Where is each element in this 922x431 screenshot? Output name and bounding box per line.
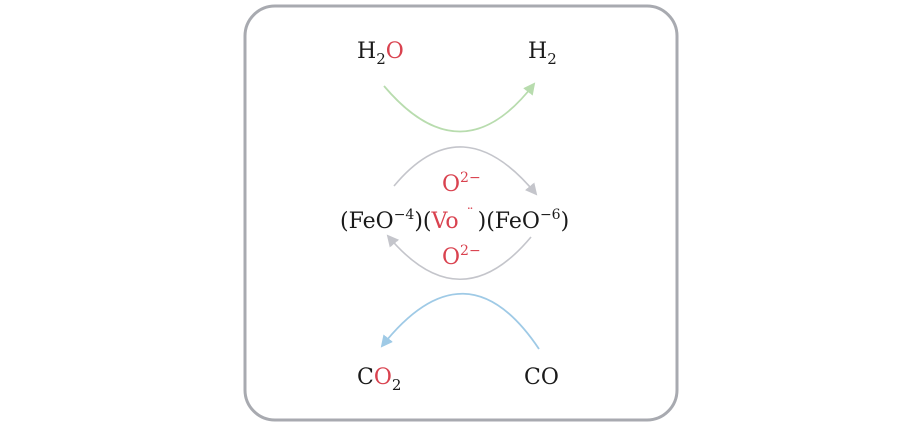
h2o-label: H2O bbox=[357, 39, 404, 68]
gray-arrow-lower bbox=[386, 234, 532, 280]
diagram-frame bbox=[243, 4, 679, 422]
h2-label: H2 bbox=[528, 39, 557, 68]
co2-label: CO2 bbox=[357, 365, 401, 394]
oxygen-ion-lower: O2− bbox=[442, 243, 481, 270]
co-label: CO bbox=[524, 365, 559, 390]
oxygen-ion-upper: O2− bbox=[442, 170, 481, 197]
gray-arrow-upper bbox=[393, 146, 538, 196]
green-arrow bbox=[383, 82, 536, 133]
blue-arrow bbox=[380, 292, 540, 350]
ferrite-formula: (FeO−4)(Vo¨)(FeO−6) bbox=[340, 206, 569, 234]
